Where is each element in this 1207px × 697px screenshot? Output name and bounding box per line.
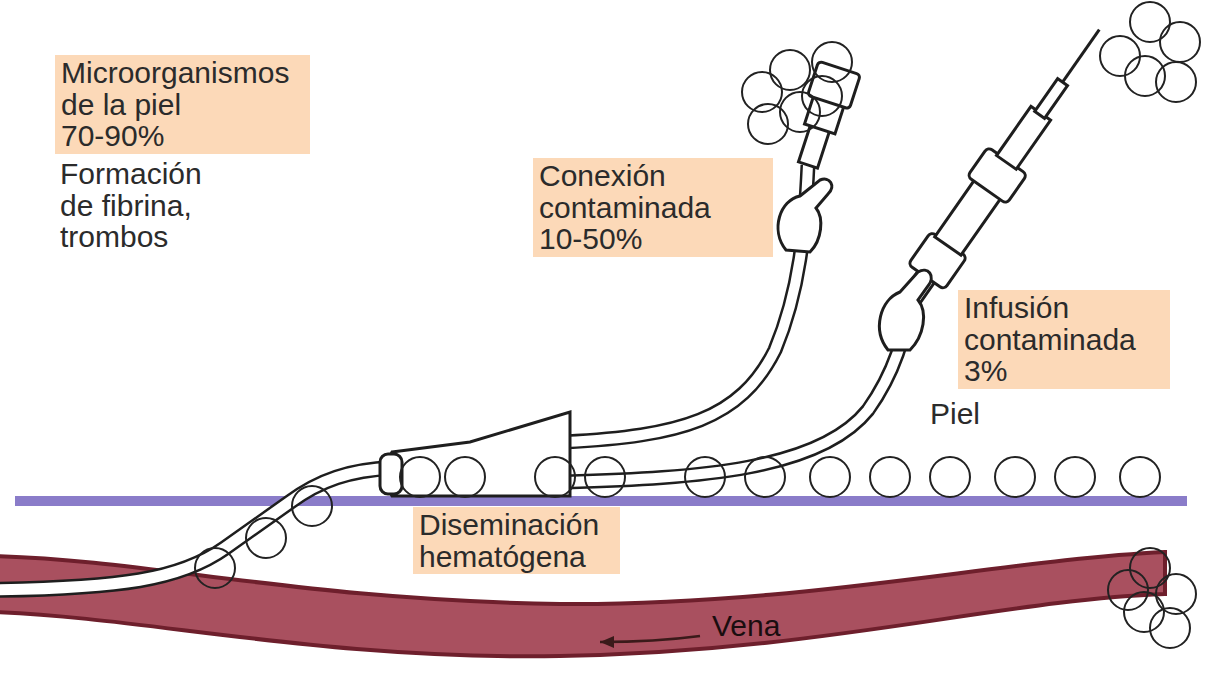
- annotation-label: Piel: [930, 398, 980, 430]
- microorganism: [748, 104, 788, 144]
- callout-box: Infusión contaminada3%: [958, 290, 1170, 389]
- microorganism: [1150, 608, 1190, 648]
- microorganism: [585, 457, 625, 497]
- microorganism: [535, 457, 575, 497]
- lower-tube-lumen: [565, 300, 910, 482]
- microorganism: [1130, 548, 1170, 588]
- microorganism: [1100, 36, 1140, 76]
- microorganism: [1125, 56, 1165, 96]
- microorganism: [1120, 457, 1160, 497]
- annotation-label: Formación de fibrina, trombos: [60, 158, 232, 253]
- microorganism: [745, 457, 785, 497]
- callout-box: Microorganismos de la piel70-90%: [55, 55, 310, 154]
- annotation-label: Vena: [712, 610, 780, 642]
- microorganism: [400, 457, 440, 497]
- microorganism: [1156, 62, 1196, 102]
- microorganism: [292, 486, 332, 526]
- flow-arrowhead: [600, 636, 614, 648]
- microorganism: [685, 457, 725, 497]
- microorganism: [995, 457, 1035, 497]
- catheter-hub: [385, 412, 570, 496]
- callout-box: Diseminación hematógena: [413, 507, 620, 574]
- box-text: Infusión contaminada: [964, 292, 1164, 355]
- microorganism-circles: [195, 2, 1200, 648]
- microorganism: [812, 42, 852, 82]
- percentage: 70-90%: [61, 120, 304, 152]
- box-text: Diseminación hematógena: [419, 509, 614, 572]
- catheter-tube: [0, 468, 392, 590]
- microorganism: [930, 457, 970, 497]
- flow-arrow: [600, 636, 700, 642]
- microorganism: [195, 548, 235, 588]
- box-text: Microorganismos de la piel: [61, 57, 304, 120]
- box-text: Conexión contaminada: [539, 160, 767, 223]
- catheter-lumen: [0, 468, 392, 590]
- microorganism: [770, 50, 810, 90]
- glove-hand: [879, 270, 931, 350]
- percentage: 10-50%: [539, 223, 767, 255]
- callout-box: Conexión contaminada10-50%: [533, 158, 773, 257]
- microorganism: [810, 457, 850, 497]
- microorganism: [1108, 570, 1148, 610]
- microorganism: [1160, 22, 1200, 62]
- percentage: 3%: [964, 355, 1164, 387]
- microorganism: [1130, 2, 1170, 42]
- microorganism: [780, 92, 820, 132]
- lower-tube: [565, 300, 910, 482]
- microorganism: [870, 457, 910, 497]
- upper-connector: [787, 61, 860, 172]
- microorganism: [246, 518, 286, 558]
- glove-hand: [778, 179, 832, 252]
- microorganism: [1055, 457, 1095, 497]
- microorganism: [445, 457, 485, 497]
- hub-cap: [380, 454, 402, 494]
